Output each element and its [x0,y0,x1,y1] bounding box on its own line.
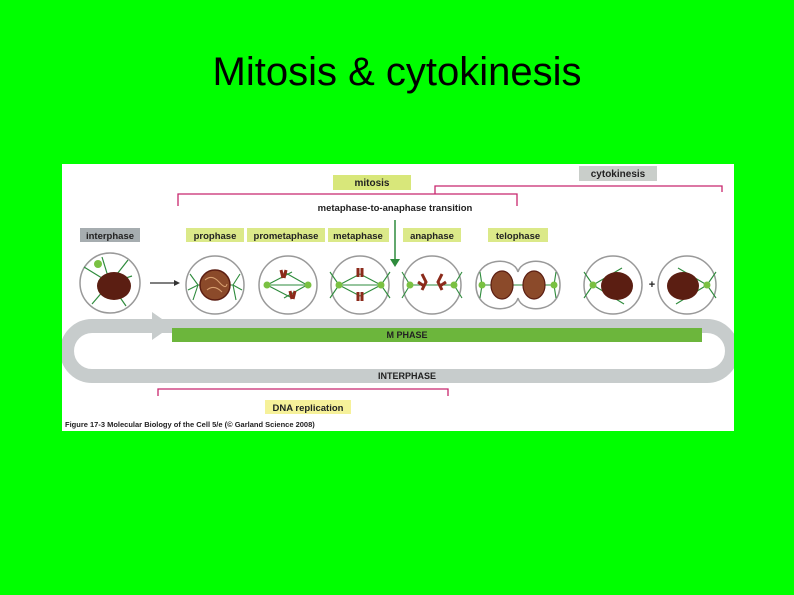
mitosis-figure: mitosis cytokinesis metaphase-to-anaphas… [62,164,734,431]
dna-replication-label: DNA replication [273,403,344,414]
cell-cycle-diagram: mitosis cytokinesis metaphase-to-anaphas… [62,166,734,429]
cytokinesis-label: cytokinesis [591,169,646,180]
prometaphase-stage-box [247,228,325,242]
stage-prometaphase: prometaphase [254,231,319,242]
plus-sign: + [649,279,655,291]
dna-replication-box [265,400,351,414]
anaphase-stage-box [403,228,461,242]
interphase-band-label: INTERPHASE [378,371,436,381]
slide-title: Mitosis & cytokinesis [212,50,582,94]
daughter-cell-left [583,255,643,315]
stage-interphase: interphase [86,231,134,242]
cell-anaphase [401,255,463,315]
dna-replication-bracket [157,388,449,396]
mitosis-label-box [333,175,411,190]
interphase-stage-box [80,228,140,242]
figure-caption: Figure 17-3 Molecular Biology of the Cel… [65,420,315,429]
cytokinesis-bracket [434,185,723,194]
telophase-stage-box [488,228,548,242]
transition-label: metaphase-to-anaphase transition [318,203,473,214]
cell-prophase [185,255,245,315]
prophase-stage-box [186,228,244,242]
m-phase-label: M PHASE [386,330,427,340]
m-phase-bar [172,328,702,342]
cell-telophase [475,260,561,310]
stage-telophase: telophase [496,231,540,242]
cycle-loop [62,319,734,383]
transition-arrow-head [390,259,400,267]
mitosis-label: mitosis [354,178,389,189]
mitosis-bracket [177,193,518,206]
daughter-cell-right [657,255,717,315]
stage-prophase: prophase [194,231,237,242]
stage-anaphase: anaphase [410,231,454,242]
cell-interphase [79,252,141,314]
cell-prometaphase [258,255,318,315]
cell-metaphase [329,255,391,315]
cycle-arrowhead [152,312,172,340]
cytokinesis-label-box [579,166,657,181]
metaphase-stage-box [328,228,389,242]
stage-metaphase: metaphase [333,231,383,242]
